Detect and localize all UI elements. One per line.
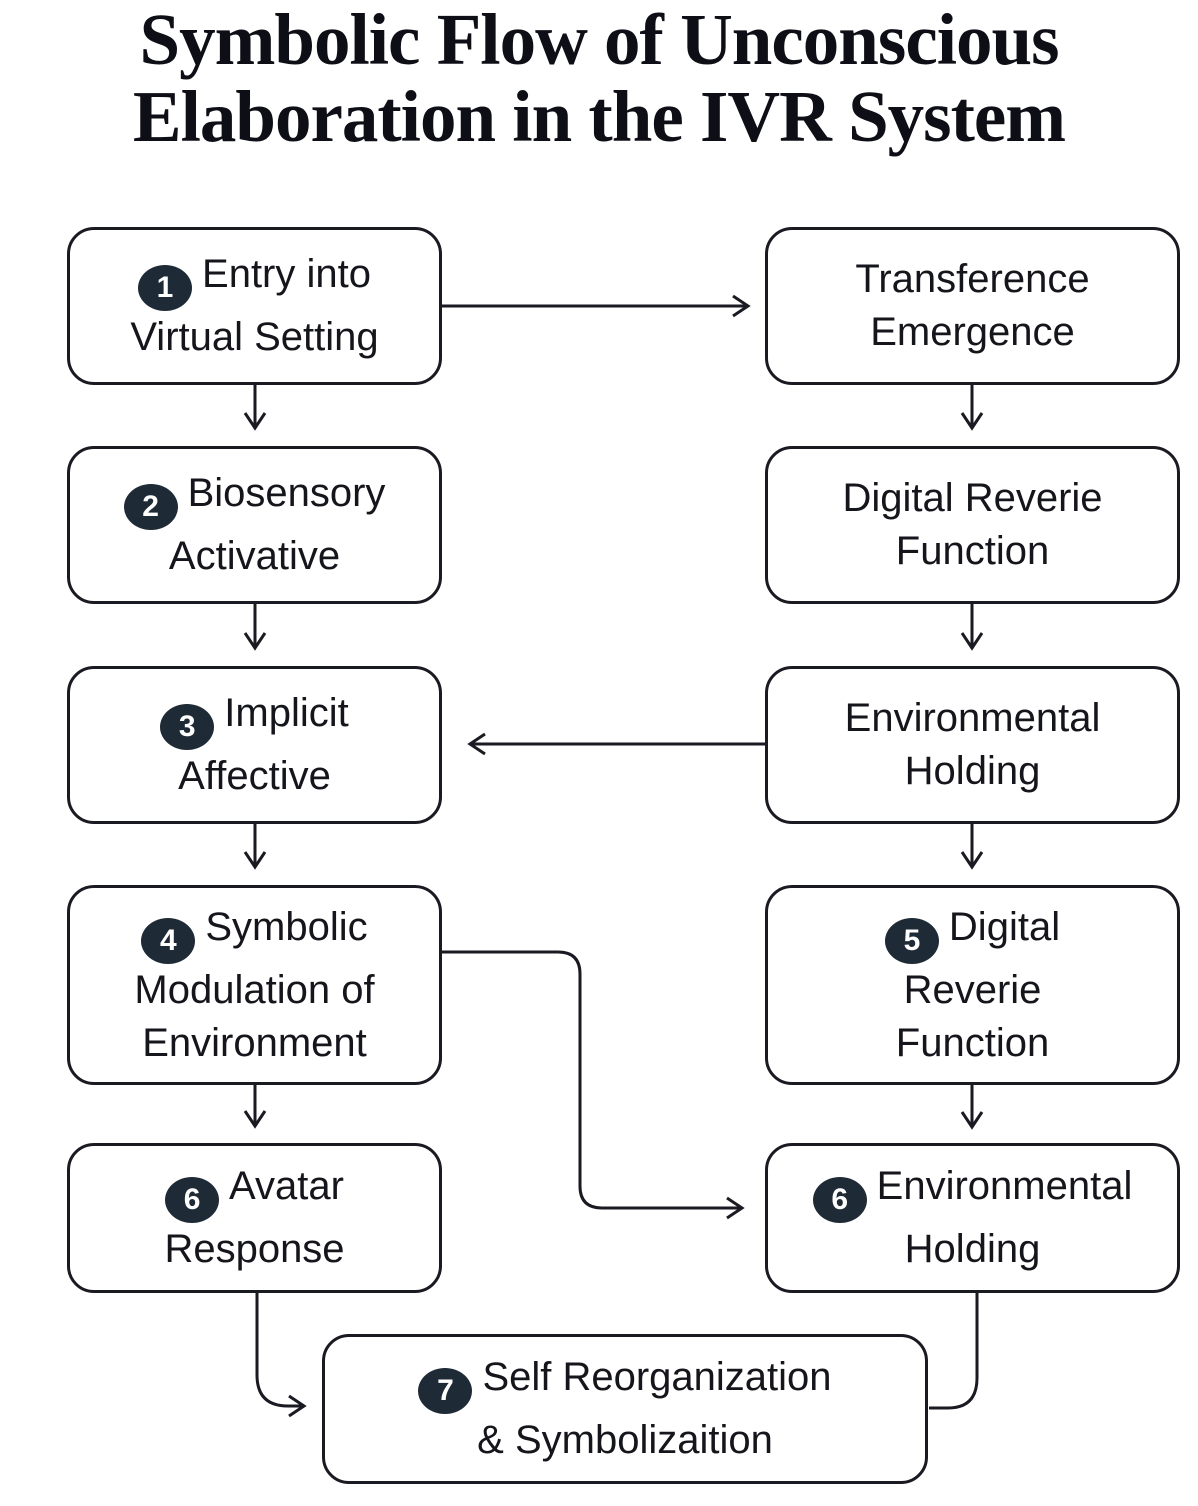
node-label: Environmental Holding [876,1164,1133,1271]
node-label: Biosensory Activative [168,471,386,578]
node-label: Implicit Affective [178,691,349,798]
node-text: Transference Emergence [790,253,1155,359]
node-label: Transference Emergence [855,257,1090,354]
node-label: Self Reorganization & Symbolizaition [477,1355,832,1462]
step-4-badge: 4 [141,917,196,964]
step-1-badge: 1 [138,265,193,311]
step-6-badge: 6 [812,1177,867,1223]
node-label: Environmental Holding [844,696,1101,793]
diagram-title: Symbolic Flow of Unconscious Elaboration… [132,0,1066,157]
step-3-badge: 3 [160,704,215,750]
step-5-badge: 5 [884,917,939,964]
node-label: Entry into Virtual Setting [130,252,379,359]
node-label: Digital Reverie Function [842,476,1103,573]
node-label: Digital Reverie Function [895,904,1061,1065]
step-7-badge: 7 [418,1368,473,1414]
node-transference-emergence: Transference Emergence [765,227,1180,385]
node-label: Symbolic Modulation of Environment [134,904,375,1065]
connector-environmental-holding-6-to-self-reorganization [929,1292,979,1410]
step-2-badge: 2 [123,484,178,530]
step-6-badge: 6 [165,1177,220,1223]
connector-avatar-to-self-reorganization [255,1292,307,1418]
node-text: Environmental Holding [790,692,1155,798]
node-digital-reverie-function: Digital Reverie Function [765,446,1180,604]
connector-symbolic-modulation-to-environmental-holding-6 [442,950,745,1220]
node-environmental-holding: Environmental Holding [765,666,1180,824]
node-label: Avatar Response [164,1164,345,1271]
node-text: Digital Reverie Function [790,472,1155,578]
